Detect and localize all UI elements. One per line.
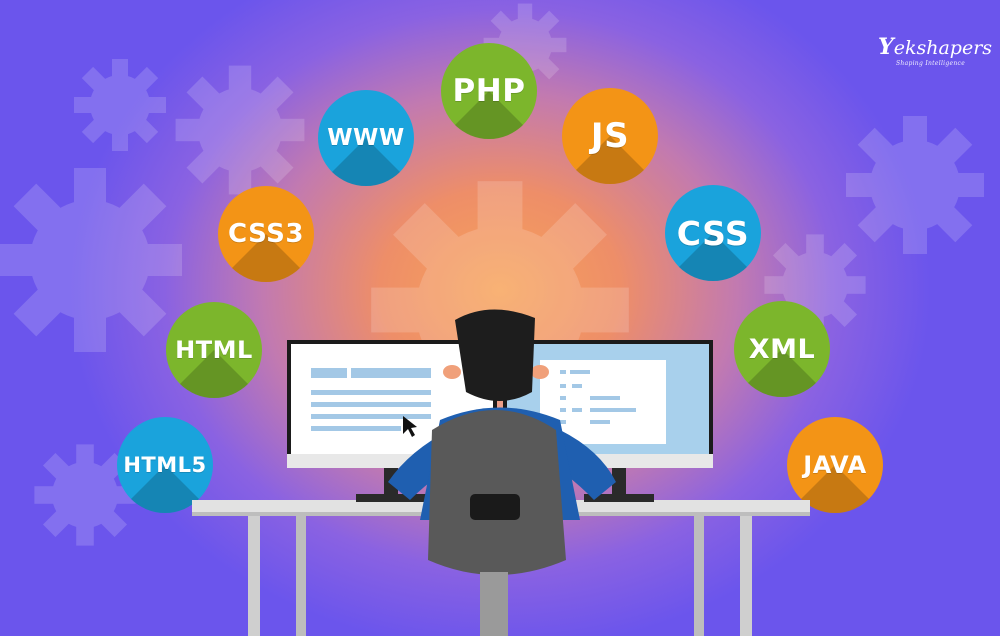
gear-icon [846, 116, 984, 254]
badge-html5: HTML5 [117, 417, 213, 513]
gear-icon [74, 59, 166, 151]
desk-leg [740, 512, 752, 636]
gear-icon [0, 168, 182, 352]
badge-php: PHP [441, 43, 537, 139]
badge-label: XML [748, 333, 816, 365]
brand-mark: Y [878, 34, 894, 60]
badge-label: PHP [452, 73, 526, 109]
badge-www: WWW [318, 90, 414, 186]
brand-logo: Yekshapers Shaping Intelligence [878, 34, 992, 67]
badge-html: HTML [166, 302, 262, 398]
monitor-stand [612, 462, 626, 502]
badge-label: HTML [175, 336, 253, 364]
badge-label: JS [590, 116, 630, 156]
chair-handle [470, 494, 520, 520]
desk-leg [248, 512, 260, 636]
desk-leg [296, 512, 306, 636]
badge-css: CSS [665, 185, 761, 281]
cursor-icon [403, 416, 417, 437]
brand-name: ekshapers [893, 37, 993, 59]
gear-icon [175, 65, 305, 195]
badge-java: JAVA [787, 417, 883, 513]
desk-leg [694, 512, 704, 636]
badge-label: CSS3 [228, 219, 304, 249]
badge-label: WWW [327, 125, 405, 151]
badge-label: CSS [676, 213, 750, 253]
brand-tagline: Shaping Intelligence [896, 60, 966, 67]
badge-label: JAVA [803, 451, 867, 479]
chair-post [480, 572, 508, 636]
badge-css3: CSS3 [218, 186, 314, 282]
badge-xml: XML [734, 301, 830, 397]
chair-back [428, 410, 566, 575]
badge-js: JS [562, 88, 658, 184]
gear-icon [34, 444, 136, 546]
head [455, 309, 535, 401]
badge-label: HTML5 [123, 453, 207, 477]
